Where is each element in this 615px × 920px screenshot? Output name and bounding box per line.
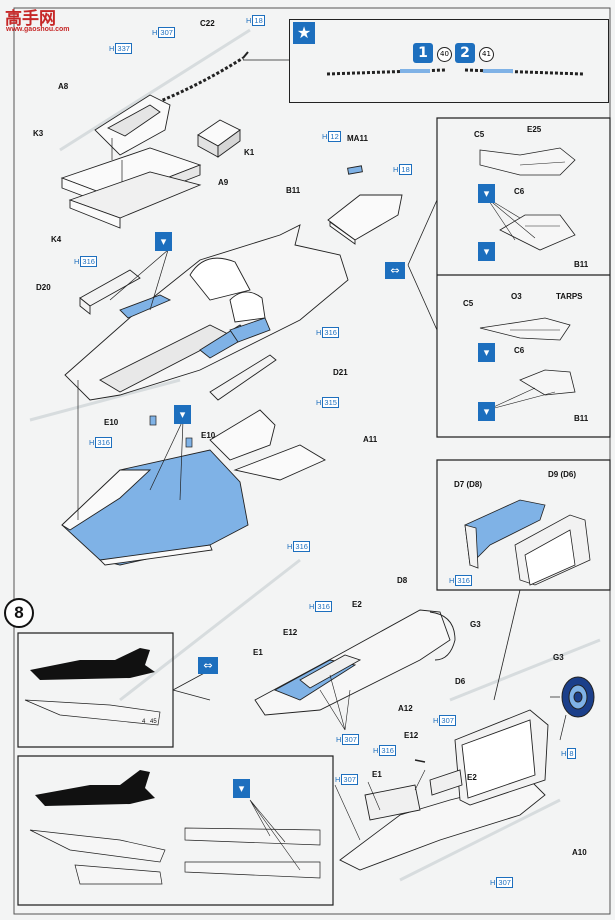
label-E10: E10 <box>104 418 119 427</box>
label-C6: C6 <box>514 346 525 355</box>
label-K1: K1 <box>244 148 255 157</box>
aircraft-silhouette-1 <box>30 648 155 680</box>
cement-icon: ▾ <box>174 405 191 424</box>
label-D21: D21 <box>333 368 348 377</box>
part-MA11 <box>327 165 403 245</box>
part-G3 <box>561 676 595 718</box>
label-D9: D9 (D6) <box>548 470 577 479</box>
part-A8 <box>94 94 171 156</box>
inset-C5-E25 <box>479 147 576 251</box>
label-C5: C5 <box>463 299 474 308</box>
label-E1: E1 <box>372 770 382 779</box>
parts-E10 <box>149 415 193 448</box>
cement-icon: ▾ <box>155 232 172 251</box>
aircraft-silhouette-2 <box>35 770 155 806</box>
label-D7: D7 (D8) <box>454 480 483 489</box>
part-D20 <box>79 269 141 315</box>
label-D20: D20 <box>36 283 51 292</box>
label-E12: E12 <box>283 628 298 637</box>
label-A12: A12 <box>398 704 413 713</box>
cement-icon: ▾ <box>478 402 495 421</box>
part-A11 <box>61 409 326 566</box>
view-arrow-icon: ⇔ <box>198 657 218 674</box>
label-B11: B11 <box>574 260 589 269</box>
label-C6: C6 <box>514 187 525 196</box>
label-E1: E1 <box>253 648 263 657</box>
label-A9: A9 <box>218 178 229 187</box>
star-icon: ★ <box>293 22 315 44</box>
label-E2: E2 <box>467 773 477 782</box>
small-number: 4 <box>142 719 146 725</box>
part-K1 <box>197 119 241 158</box>
watermark: 高手网 <box>5 9 56 28</box>
label-A10: A10 <box>572 848 587 857</box>
label-E10: E10 <box>201 431 216 440</box>
label-B11: B11 <box>574 414 589 423</box>
label-E2: E2 <box>352 600 362 609</box>
chain-inset-panel <box>289 19 609 103</box>
label-K4: K4 <box>51 235 62 244</box>
label-O3: O3 <box>511 292 522 301</box>
part-A12-D8 <box>254 609 456 716</box>
step8-small-parts <box>24 699 321 885</box>
label-E25: E25 <box>527 125 542 134</box>
cement-icon: ▾ <box>478 184 495 203</box>
option-2-badge: 2 <box>455 43 475 63</box>
chain-C22 <box>157 51 249 104</box>
cement-icon: ▾ <box>233 779 250 798</box>
option-1-badge: 1 <box>413 43 433 63</box>
part-B11 <box>64 224 349 401</box>
label-B11: B11 <box>286 186 301 195</box>
inset-TARPS <box>479 317 576 411</box>
label-TARPS: TARPS <box>556 292 583 301</box>
label-K3: K3 <box>33 129 44 138</box>
label-C22: C22 <box>200 19 215 28</box>
inset-D7-D9 <box>464 499 591 586</box>
label-G3: G3 <box>553 653 564 662</box>
chain-detail <box>326 68 584 76</box>
option-1-ref: 40 <box>437 47 452 62</box>
label-C5: C5 <box>474 130 485 139</box>
view-arrow-icon: ⇔ <box>385 262 405 279</box>
part-D21 <box>209 354 277 401</box>
step-number: 8 <box>4 598 34 628</box>
option-2-ref: 41 <box>479 47 494 62</box>
cement-icon: ▾ <box>478 242 495 261</box>
label-E12: E12 <box>404 731 419 740</box>
label-A11: A11 <box>363 435 378 444</box>
label-A8: A8 <box>58 82 69 91</box>
label-G3: G3 <box>470 620 481 629</box>
small-number: 45 <box>150 719 157 725</box>
part-K3-K4 <box>60 147 202 229</box>
label-D6: D6 <box>455 677 466 686</box>
watermark-url: www.gaoshou.com <box>6 26 70 33</box>
part-A10 <box>339 709 549 871</box>
label-MA11: MA11 <box>347 134 368 143</box>
label-D8: D8 <box>397 576 408 585</box>
cement-icon: ▾ <box>478 343 495 362</box>
